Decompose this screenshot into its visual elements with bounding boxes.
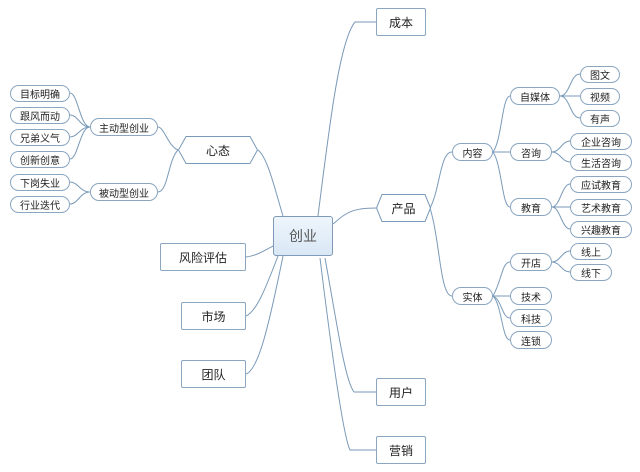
connector-root-chengben	[317, 21, 376, 217]
leaf-zhudong-0[interactable]: 目标明确	[10, 85, 70, 102]
leaf-zimeiti-1[interactable]: 视频	[580, 88, 620, 105]
sub-neirong[interactable]: 内容	[452, 143, 493, 161]
leaf-beidong-1[interactable]: 行业迭代	[10, 196, 70, 213]
leaf-zimeiti-2[interactable]: 有声	[580, 110, 620, 127]
leaf-zhudong-3[interactable]: 创新创意	[10, 151, 70, 168]
hex-shape	[178, 136, 258, 164]
connector-jiaoyu-l1	[551, 183, 571, 208]
cat-keji[interactable]: 科技	[510, 309, 552, 327]
connector-root-tuandui	[245, 255, 284, 375]
cat-jiaoyu[interactable]: 教育	[510, 198, 552, 216]
connector-beidong-l1	[69, 181, 91, 193]
connector-zhudong-l1	[69, 92, 91, 128]
connector-zhudong-l4	[69, 126, 91, 160]
leaf-beidong-0[interactable]: 下岗失业	[10, 174, 70, 191]
connector-zixun-l2	[551, 151, 571, 163]
branch-shichang[interactable]: 市场	[181, 302, 246, 330]
leaf-zimeiti-0[interactable]: 图文	[580, 66, 620, 83]
leaf-kaidian-0[interactable]: 线上	[570, 243, 612, 260]
connector-zhudong-l2	[69, 114, 91, 128]
branch-tuandui[interactable]: 团队	[181, 360, 246, 388]
connector-shiti-liansuo	[492, 295, 511, 341]
branch-chengben[interactable]: 成本	[376, 8, 426, 36]
leaf-zhudong-1[interactable]: 跟风而动	[10, 107, 70, 124]
sub-shiti[interactable]: 实体	[452, 287, 493, 305]
cat-jishu[interactable]: 技术	[510, 287, 552, 305]
leaf-zixun-1[interactable]: 生活咨询	[570, 154, 632, 171]
hex-shape	[376, 194, 431, 222]
connector-chanpin-shiti	[429, 207, 453, 297]
connector-shiti-keji	[492, 295, 511, 319]
branch-fengxian[interactable]: 风险评估	[160, 243, 246, 271]
leaf-jiaoyu-1[interactable]: 艺术教育	[570, 199, 632, 216]
connector-root-chanpin	[332, 207, 377, 225]
cat-liansuo[interactable]: 连锁	[510, 331, 552, 349]
branch-chanpin-label: 产品	[391, 201, 416, 216]
cat-zixun[interactable]: 咨询	[510, 143, 552, 161]
cat-kaidian[interactable]: 开店	[510, 253, 552, 271]
sub-zhudong[interactable]: 主动型创业	[90, 118, 158, 136]
branch-xintai[interactable]: 心态	[178, 136, 258, 164]
leaf-kaidian-1[interactable]: 线下	[570, 264, 612, 281]
connector-chanpin-neirong	[429, 151, 453, 209]
connector-xintai-beidong	[157, 149, 179, 193]
connector-zimeiti-l1	[559, 73, 581, 97]
branch-chanpin[interactable]: 产品	[376, 194, 431, 222]
connector-zixun-l1	[551, 140, 571, 153]
connector-jiaoyu-l3	[551, 206, 571, 230]
connector-shiti-kaidian	[492, 261, 511, 297]
connector-root-shichang	[245, 255, 279, 317]
leaf-jiaoyu-0[interactable]: 应试教育	[570, 176, 632, 193]
branch-yonghu[interactable]: 用户	[376, 378, 426, 406]
branch-xintai-label: 心态	[205, 143, 230, 158]
connector-kaidian-l2	[551, 261, 571, 273]
connector-neirong-zimeiti	[492, 95, 511, 153]
leaf-zixun-0[interactable]: 企业咨询	[570, 133, 632, 150]
leaf-jiaoyu-2[interactable]: 兴趣教育	[570, 221, 632, 238]
connector-beidong-l2	[69, 191, 91, 205]
sub-beidong[interactable]: 被动型创业	[90, 183, 158, 201]
leaf-zhudong-2[interactable]: 兄弟义气	[10, 129, 70, 146]
connector-root-fengxian	[245, 245, 274, 258]
connector-zimeiti-l3	[559, 95, 581, 119]
connector-xintai-zhudong	[157, 126, 179, 151]
connector-root-yonghu	[324, 257, 376, 393]
cat-zimeiti[interactable]: 自媒体	[510, 87, 560, 105]
branch-yingxiao[interactable]: 营销	[376, 436, 426, 464]
connector-root-yingxiao	[319, 257, 376, 451]
root-node[interactable]: 创业	[273, 216, 333, 256]
connector-neirong-jiaoyu	[492, 151, 511, 208]
connector-kaidian-l1	[551, 250, 571, 263]
connector-root-xintai	[257, 149, 284, 217]
